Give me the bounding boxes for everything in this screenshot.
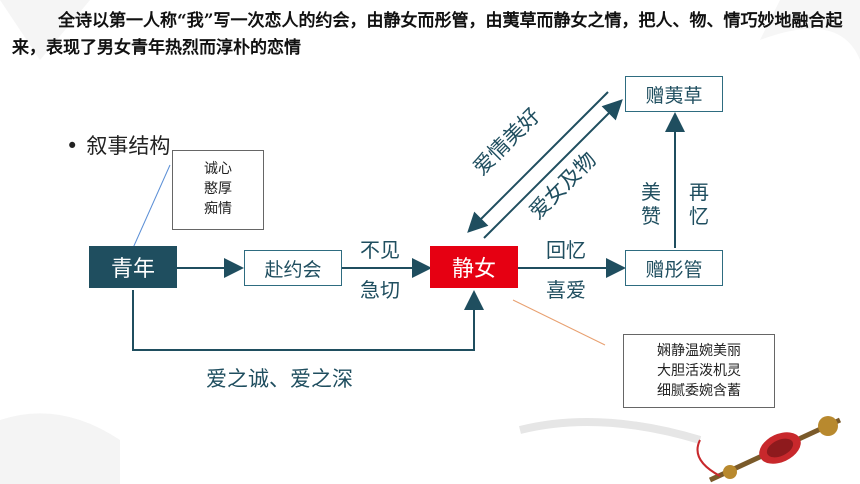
arrow-girl-to-yicao xyxy=(483,99,623,239)
youth-trait: 憨厚 xyxy=(204,181,232,197)
node-youth: 青年 xyxy=(89,246,177,288)
youth-callout-line xyxy=(132,164,171,249)
intro-paragraph: 全诗以第一人称“我”写一次恋人的约会，由静女而彤管，由荑草而静女之情，把人、物、… xyxy=(12,11,843,58)
bullet-heading: • 叙事结构 xyxy=(66,130,170,160)
arrow-yicao-to-girl xyxy=(467,91,609,233)
node-girl: 静女 xyxy=(430,246,518,288)
girl-trait: 细腻委婉含蓄 xyxy=(657,383,741,399)
node-yicao: 赠荑草 xyxy=(625,76,723,112)
label-xi-ai: 喜爱 xyxy=(546,278,586,302)
label-zai-yi: 再忆 xyxy=(689,180,709,228)
girl-callout-line xyxy=(512,299,606,346)
youth-trait: 痴情 xyxy=(204,201,232,217)
label-ji-qie: 急切 xyxy=(360,278,400,302)
label-mei-zan: 美赞 xyxy=(641,180,661,228)
seal-scroll-decoration xyxy=(696,416,842,483)
node-date: 赴约会 xyxy=(244,250,342,286)
label-bottom-path: 爱之诚、爱之深 xyxy=(206,367,353,391)
label-bu-jian: 不见 xyxy=(360,238,400,262)
youth-trait: 诚心 xyxy=(204,161,232,177)
bullet-dot: • xyxy=(66,134,79,158)
youth-traits-box: 诚心 憨厚 痴情 xyxy=(172,150,264,230)
bullet-label: 叙事结构 xyxy=(86,134,171,158)
girl-trait: 大胆活泼机灵 xyxy=(657,363,741,379)
girl-traits-box: 娴静温婉美丽 大胆活泼机灵 细腻委婉含蓄 xyxy=(623,334,775,408)
node-tongguan: 赠彤管 xyxy=(625,250,723,286)
label-hui-yi: 回忆 xyxy=(546,238,586,262)
arrow-bottom-path xyxy=(132,290,484,351)
girl-trait: 娴静温婉美丽 xyxy=(657,343,741,359)
